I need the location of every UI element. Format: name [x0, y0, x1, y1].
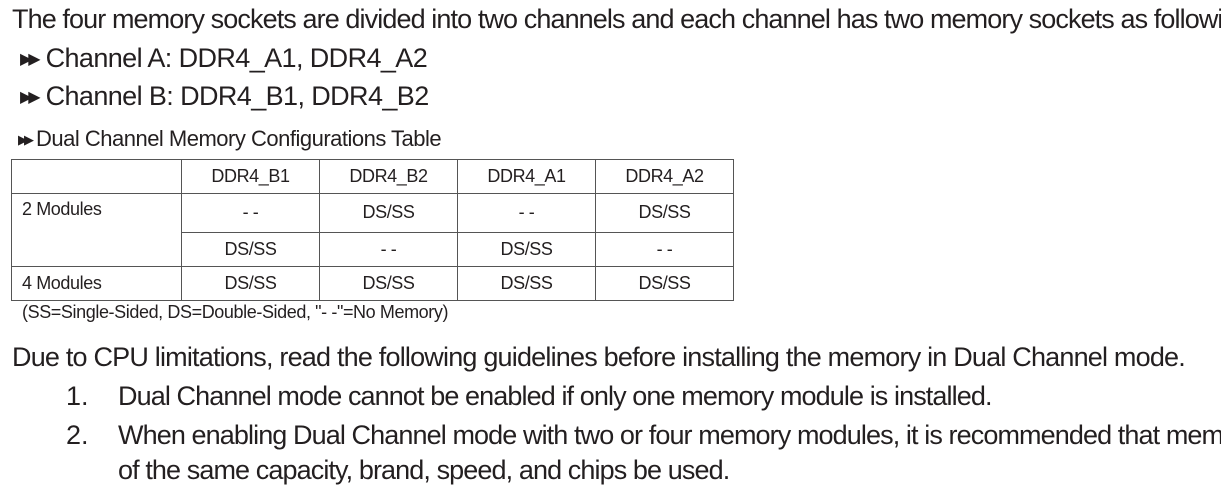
row-label-2-modules: 2 Modules: [11, 193, 182, 232]
table-header-cell: DDR4_B1: [181, 159, 320, 194]
list-item-text-continued: of the same capacity, brand, speed, and …: [118, 455, 730, 485]
table-cell: DS/SS: [595, 265, 734, 301]
table-header-cell: DDR4_A2: [595, 159, 734, 194]
channel-a-text: Channel A: DDR4_A1, DDR4_A2: [45, 43, 428, 73]
table-row: 2 Modules - - DS/SS - - DS/SS: [11, 193, 734, 233]
table-title-text: Dual Channel Memory Configurations Table: [36, 126, 442, 151]
table-row: 4 Modules DS/SS DS/SS DS/SS DS/SS: [11, 265, 734, 301]
channel-a-item: ▶▶Channel A: DDR4_A1, DDR4_A2: [20, 43, 428, 74]
double-arrow-bullet-icon: ▶▶: [18, 132, 34, 147]
table-cell: DS/SS: [181, 265, 320, 301]
table-cell: - -: [457, 193, 596, 233]
table-header-cell: [11, 159, 182, 194]
list-item-text: When enabling Dual Channel mode with two…: [118, 420, 1221, 450]
table-title: ▶▶Dual Channel Memory Configurations Tab…: [18, 126, 442, 152]
list-item-text: Dual Channel mode cannot be enabled if o…: [118, 381, 992, 411]
table-cell: DS/SS: [181, 231, 320, 267]
table-cell: DS/SS: [457, 265, 596, 301]
table-legend-note: (SS=Single-Sided, DS=Double-Sided, "- -"…: [22, 302, 449, 322]
list-item-number: 1.: [66, 381, 89, 411]
intro-paragraph: The four memory sockets are divided into…: [12, 4, 1221, 34]
table-cell: - -: [319, 231, 458, 267]
memory-configurations-table: DDR4_B1 DDR4_B2 DDR4_A1 DDR4_A2 2 Module…: [11, 159, 734, 301]
table-header-row: DDR4_B1 DDR4_B2 DDR4_A1 DDR4_A2: [11, 159, 734, 194]
double-arrow-bullet-icon: ▶▶: [20, 89, 41, 106]
table-cell: DS/SS: [457, 231, 596, 267]
table-row: DS/SS - - DS/SS - -: [11, 231, 734, 267]
channel-b-item: ▶▶Channel B: DDR4_B1, DDR4_B2: [20, 81, 429, 112]
channel-b-text: Channel B: DDR4_B1, DDR4_B2: [45, 81, 430, 111]
table-cell: - -: [595, 231, 734, 267]
guidelines-intro: Due to CPU limitations, read the followi…: [12, 342, 1186, 372]
row-label-4-modules: 4 Modules: [11, 265, 182, 301]
table-cell: DS/SS: [595, 193, 734, 233]
table-header-cell: DDR4_B2: [319, 159, 458, 194]
table-cell: DS/SS: [319, 265, 458, 301]
table-cell: - -: [181, 193, 320, 233]
row-label-empty: [11, 232, 182, 267]
table-header-cell: DDR4_A1: [457, 159, 596, 194]
table-cell: DS/SS: [319, 193, 458, 233]
list-item-number: 2.: [66, 420, 89, 450]
double-arrow-bullet-icon: ▶▶: [20, 51, 41, 68]
